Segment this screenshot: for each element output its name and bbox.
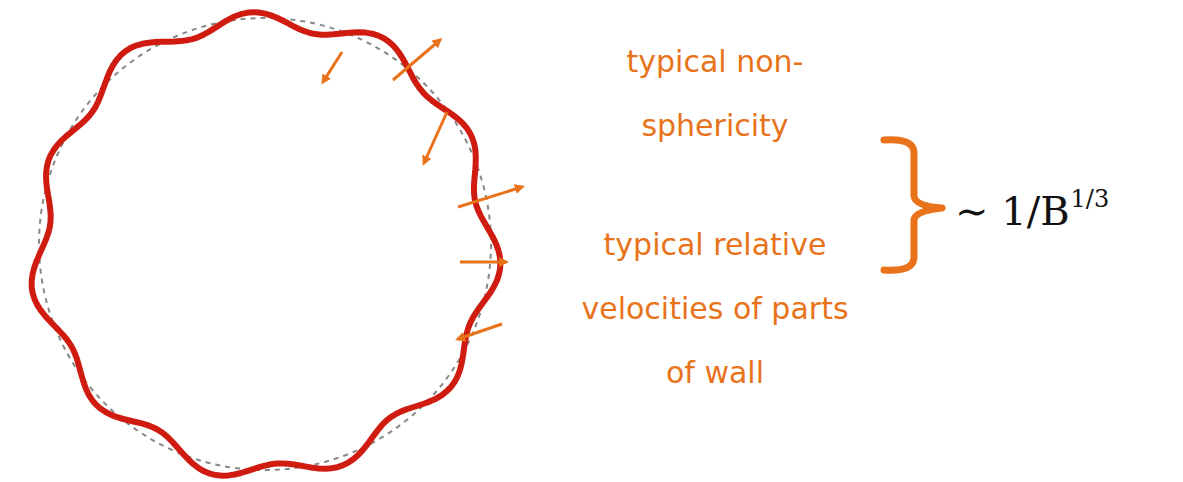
formula-base: ∼ 1/B xyxy=(955,188,1070,234)
note-label: typical relative velocities of parts of … xyxy=(575,213,855,405)
formula-exponent: 1/3 xyxy=(1071,185,1110,213)
scaling-formula: ∼ 1/B1/3 xyxy=(955,188,1109,234)
bubble-wall xyxy=(32,12,501,476)
curly-bracket xyxy=(884,140,942,271)
velocity-arrows xyxy=(323,40,522,339)
note-label: typical non-sphericity xyxy=(585,30,845,158)
